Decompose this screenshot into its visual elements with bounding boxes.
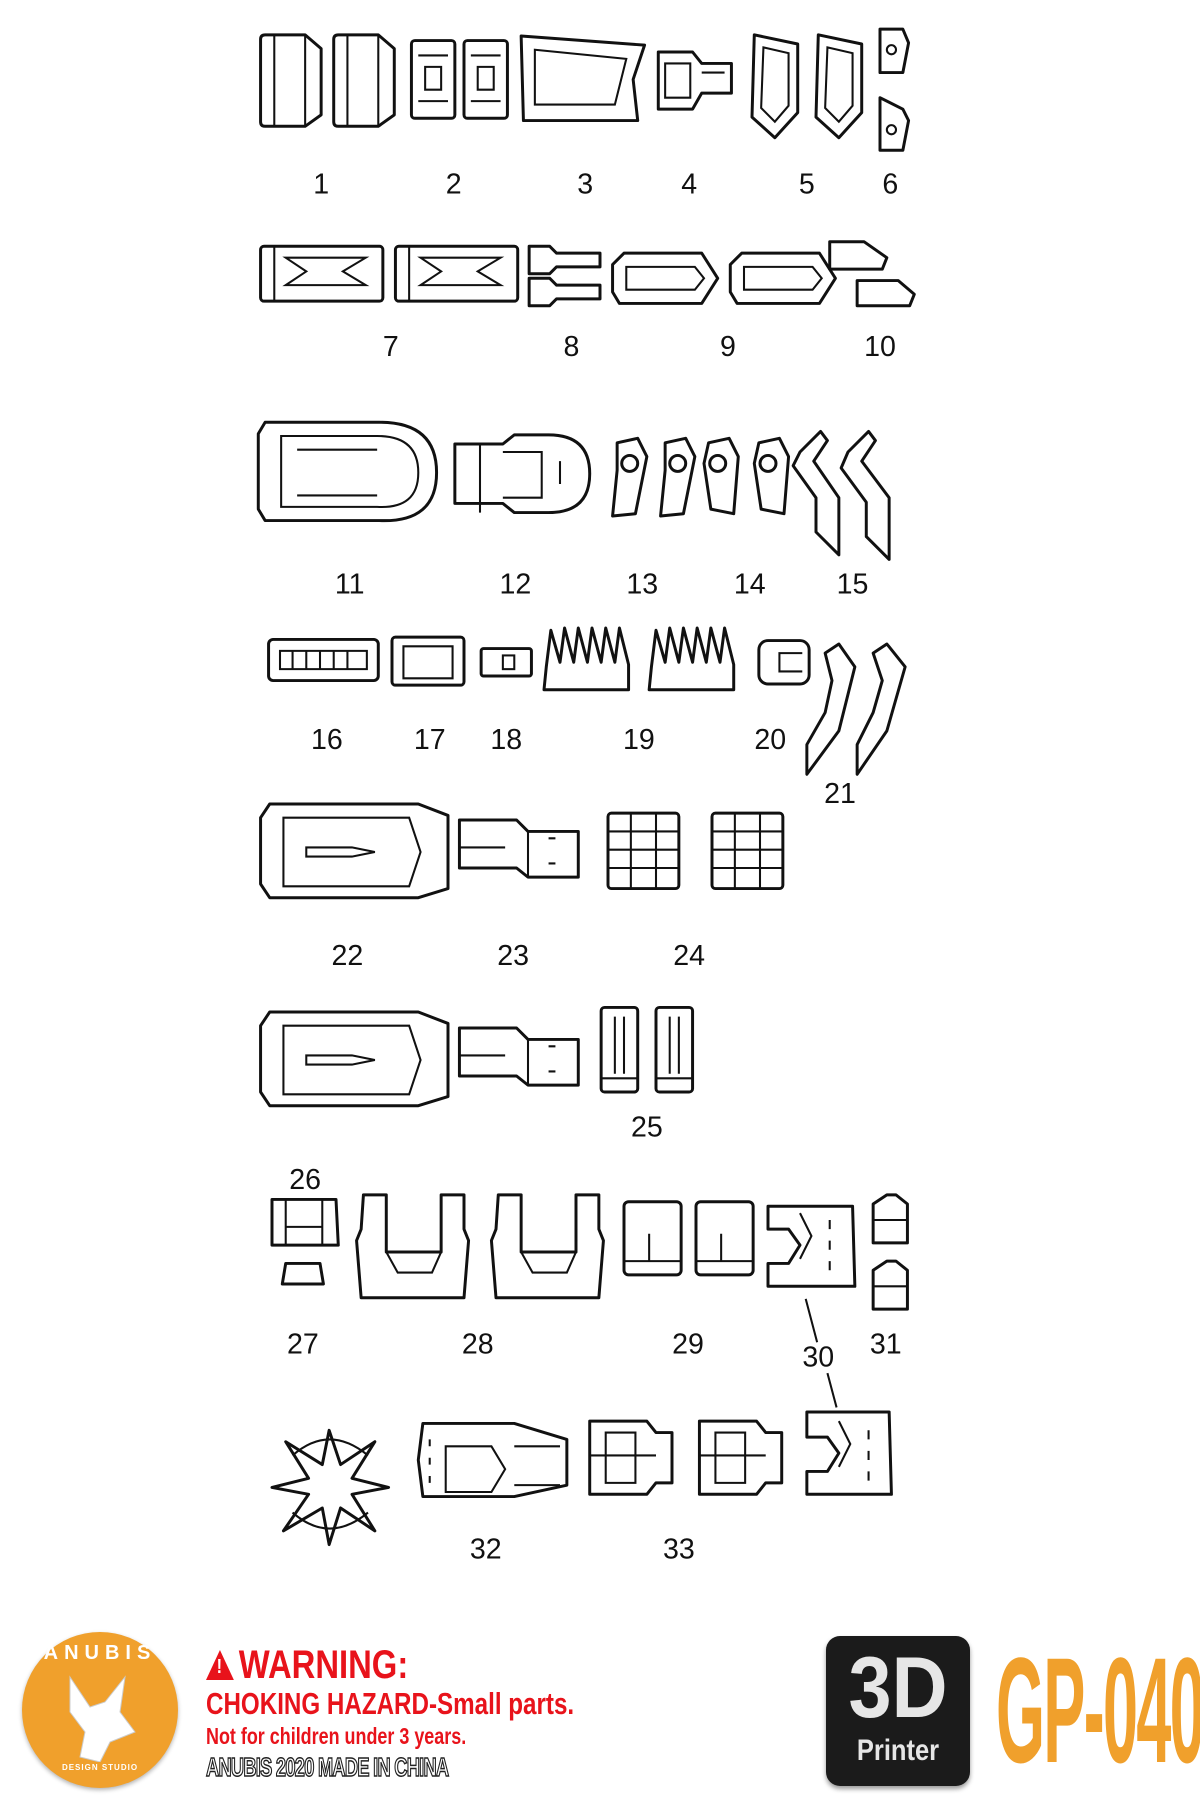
label-4: 4	[681, 169, 697, 201]
label-12: 12	[500, 569, 532, 601]
age-warning-text: Not for children under 3 years.	[206, 1723, 467, 1749]
part-13	[611, 436, 697, 518]
warning-triangle-icon: !	[206, 1650, 234, 1680]
part-14	[702, 436, 791, 516]
label-3: 3	[577, 169, 593, 201]
label-7: 7	[383, 331, 399, 363]
part-28	[355, 1193, 605, 1300]
label-11: 11	[335, 569, 365, 601]
label-20: 20	[754, 724, 786, 756]
part-1	[259, 33, 396, 128]
logo-subtext: DESIGN STUDIO	[61, 1763, 139, 1772]
part-16	[267, 637, 380, 683]
part-30	[766, 1204, 857, 1288]
label-31: 31	[870, 1329, 902, 1361]
label-22: 22	[332, 940, 364, 972]
label-1: 1	[313, 169, 329, 201]
part-22	[259, 802, 450, 900]
product-code: GP-040	[996, 1626, 1200, 1794]
part-23-variant	[457, 1026, 580, 1087]
part-20	[757, 639, 811, 686]
part-22-variant	[259, 1010, 450, 1108]
label-28: 28	[462, 1329, 494, 1361]
made-in-text: ANUBIS 2020 MADE IN CHINA	[205, 1751, 449, 1783]
part-5	[750, 33, 864, 140]
choking-hazard-text: CHOKING HAZARD-Small parts.	[206, 1686, 575, 1721]
part-4	[656, 50, 733, 111]
label-25: 25	[631, 1112, 663, 1144]
label-19: 19	[623, 724, 655, 756]
part-32	[416, 1421, 569, 1499]
label-5: 5	[799, 169, 815, 201]
label-17: 17	[414, 724, 446, 756]
label-14: 14	[734, 569, 766, 601]
label-33: 33	[663, 1533, 695, 1565]
part-30-variant	[805, 1410, 893, 1496]
label-30: 30	[802, 1341, 834, 1373]
label-2: 2	[446, 169, 462, 201]
part-12	[453, 433, 592, 515]
label-24: 24	[673, 940, 705, 972]
part-9	[611, 251, 837, 305]
part-10	[828, 240, 916, 308]
part-26	[270, 1197, 340, 1247]
label-23: 23	[497, 940, 529, 972]
label-15: 15	[837, 569, 869, 601]
label-16: 16	[311, 724, 343, 756]
label-9: 9	[720, 331, 736, 363]
label-18: 18	[490, 724, 522, 756]
label-32: 32	[470, 1533, 502, 1565]
part-6	[878, 27, 911, 152]
part-24	[606, 811, 785, 891]
label-26: 26	[289, 1164, 321, 1196]
part-29	[622, 1200, 755, 1277]
label-13: 13	[626, 569, 658, 601]
part-star-frame	[270, 1428, 391, 1547]
badge-printer-text: Printer	[856, 1734, 940, 1767]
part-27	[280, 1261, 325, 1286]
part-23	[457, 818, 580, 879]
part-33	[588, 1419, 784, 1496]
anubis-head-icon	[69, 1675, 136, 1762]
anubis-logo: ANUBIS DESIGN STUDIO	[22, 1632, 178, 1788]
label-10: 10	[864, 331, 896, 363]
warning-block: !WARNING: CHOKING HAZARD-Small parts. No…	[205, 1643, 678, 1784]
label-6: 6	[882, 169, 898, 201]
part-31	[871, 1193, 909, 1311]
warning-title: WARNING:	[238, 1643, 409, 1687]
part-8	[527, 244, 602, 308]
part-17	[390, 635, 466, 687]
label-29: 29	[672, 1329, 704, 1361]
label-27: 27	[287, 1329, 319, 1361]
label-21: 21	[824, 778, 856, 810]
logo-text: ANUBIS	[43, 1642, 157, 1664]
part-labels: 1 2 3 4 5 6 7 8 9 10 11 12 13 14 15 16 1…	[287, 169, 902, 1566]
part-25	[599, 1005, 695, 1094]
3d-printer-badge: 3D Printer	[826, 1636, 970, 1786]
part-11	[256, 420, 439, 523]
part-3	[519, 34, 647, 123]
label-8: 8	[563, 331, 579, 363]
part-21	[805, 642, 907, 776]
part-18	[479, 647, 533, 678]
part-15	[791, 429, 891, 561]
part-2	[409, 39, 509, 120]
part-7	[259, 244, 520, 303]
badge-3d-text: 3D	[848, 1640, 948, 1736]
leader-line	[804, 1298, 838, 1408]
part-19	[542, 626, 736, 692]
